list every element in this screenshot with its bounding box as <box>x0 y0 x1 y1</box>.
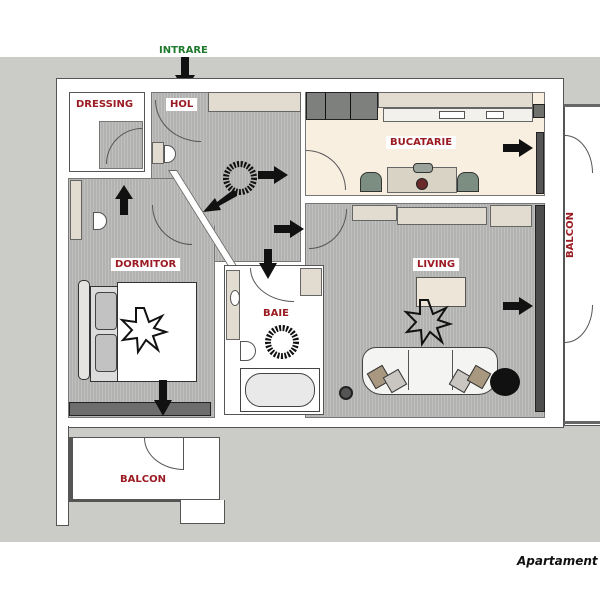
living-cabinet <box>490 205 532 227</box>
room-balcon-south[interactable] <box>69 437 220 502</box>
room-label-balcon-south: BALCON <box>120 474 166 485</box>
room-label-hol: HOL <box>166 98 198 111</box>
dining-chair <box>360 172 382 192</box>
star-rug-dormitor-icon <box>119 307 170 355</box>
sofa-divider <box>452 350 453 390</box>
dining-chair <box>413 163 433 173</box>
kitchen-cooktop <box>486 111 504 119</box>
arrow-hol-living-icon <box>274 220 304 238</box>
arrow-dormitor-dressing-icon <box>115 185 133 215</box>
arrow-bucatarie-icon <box>503 139 533 157</box>
room-label-baie: BAIE <box>259 307 293 320</box>
living-tv-unit <box>397 207 487 225</box>
dormitor-vanity <box>70 180 82 240</box>
table-centerpiece <box>416 178 428 190</box>
arrow-living-icon <box>503 297 533 315</box>
black-fur-throw <box>490 368 520 396</box>
pillow <box>95 292 117 330</box>
floor-lamp <box>339 386 353 400</box>
balcon-rail <box>564 104 600 107</box>
toilet <box>240 341 256 361</box>
sofa-divider <box>408 350 409 390</box>
balcon-rail <box>69 437 73 502</box>
kitchen-window <box>536 132 544 194</box>
arrow-hol-dormitor-icon <box>203 190 237 212</box>
room-label-dormitor: DORMITOR <box>111 258 181 271</box>
arrow-dormitor-balcon-icon <box>154 380 172 416</box>
outer-wall-south <box>56 426 69 526</box>
hol-bench <box>152 142 164 164</box>
washbasin <box>230 290 240 306</box>
dining-chair <box>457 172 479 192</box>
room-label-dressing: DRESSING <box>72 98 138 111</box>
entrance-label: INTRARE <box>159 45 208 56</box>
baie-cabinet <box>300 268 322 296</box>
arrow-hol-baie-icon <box>259 249 277 279</box>
kitchen-tall-cabinets <box>306 92 378 120</box>
wreath-rug-hol-icon <box>223 161 257 195</box>
balcon-rail <box>69 499 220 502</box>
dormitor-window <box>69 402 211 416</box>
room-label-bucatarie: BUCATARIE <box>386 136 457 149</box>
living-cabinet <box>352 205 397 221</box>
bed-headboard <box>78 280 90 380</box>
pillow <box>95 334 117 372</box>
cabinet-divider <box>350 93 351 119</box>
bathtub <box>245 373 315 407</box>
outer-wall-south <box>180 500 225 524</box>
room-label-balcon-east: BALCON <box>565 212 576 258</box>
arrow-hol-bucatarie-icon <box>258 166 288 184</box>
wreath-rug-baie-icon <box>265 325 299 359</box>
coffee-table <box>416 277 466 307</box>
vanity-stool <box>93 212 107 230</box>
room-label-living: LIVING <box>413 258 460 271</box>
cabinet-divider <box>325 93 326 119</box>
balcon-rail <box>564 421 600 424</box>
kitchen-column <box>533 104 545 118</box>
kitchen-sink <box>439 111 465 119</box>
plan-title: Apartament <box>517 554 598 568</box>
star-rug-living-icon <box>403 299 454 347</box>
kitchen-upper-cabinets <box>378 92 533 108</box>
hol-wardrobe <box>208 92 301 112</box>
living-window <box>535 205 545 412</box>
